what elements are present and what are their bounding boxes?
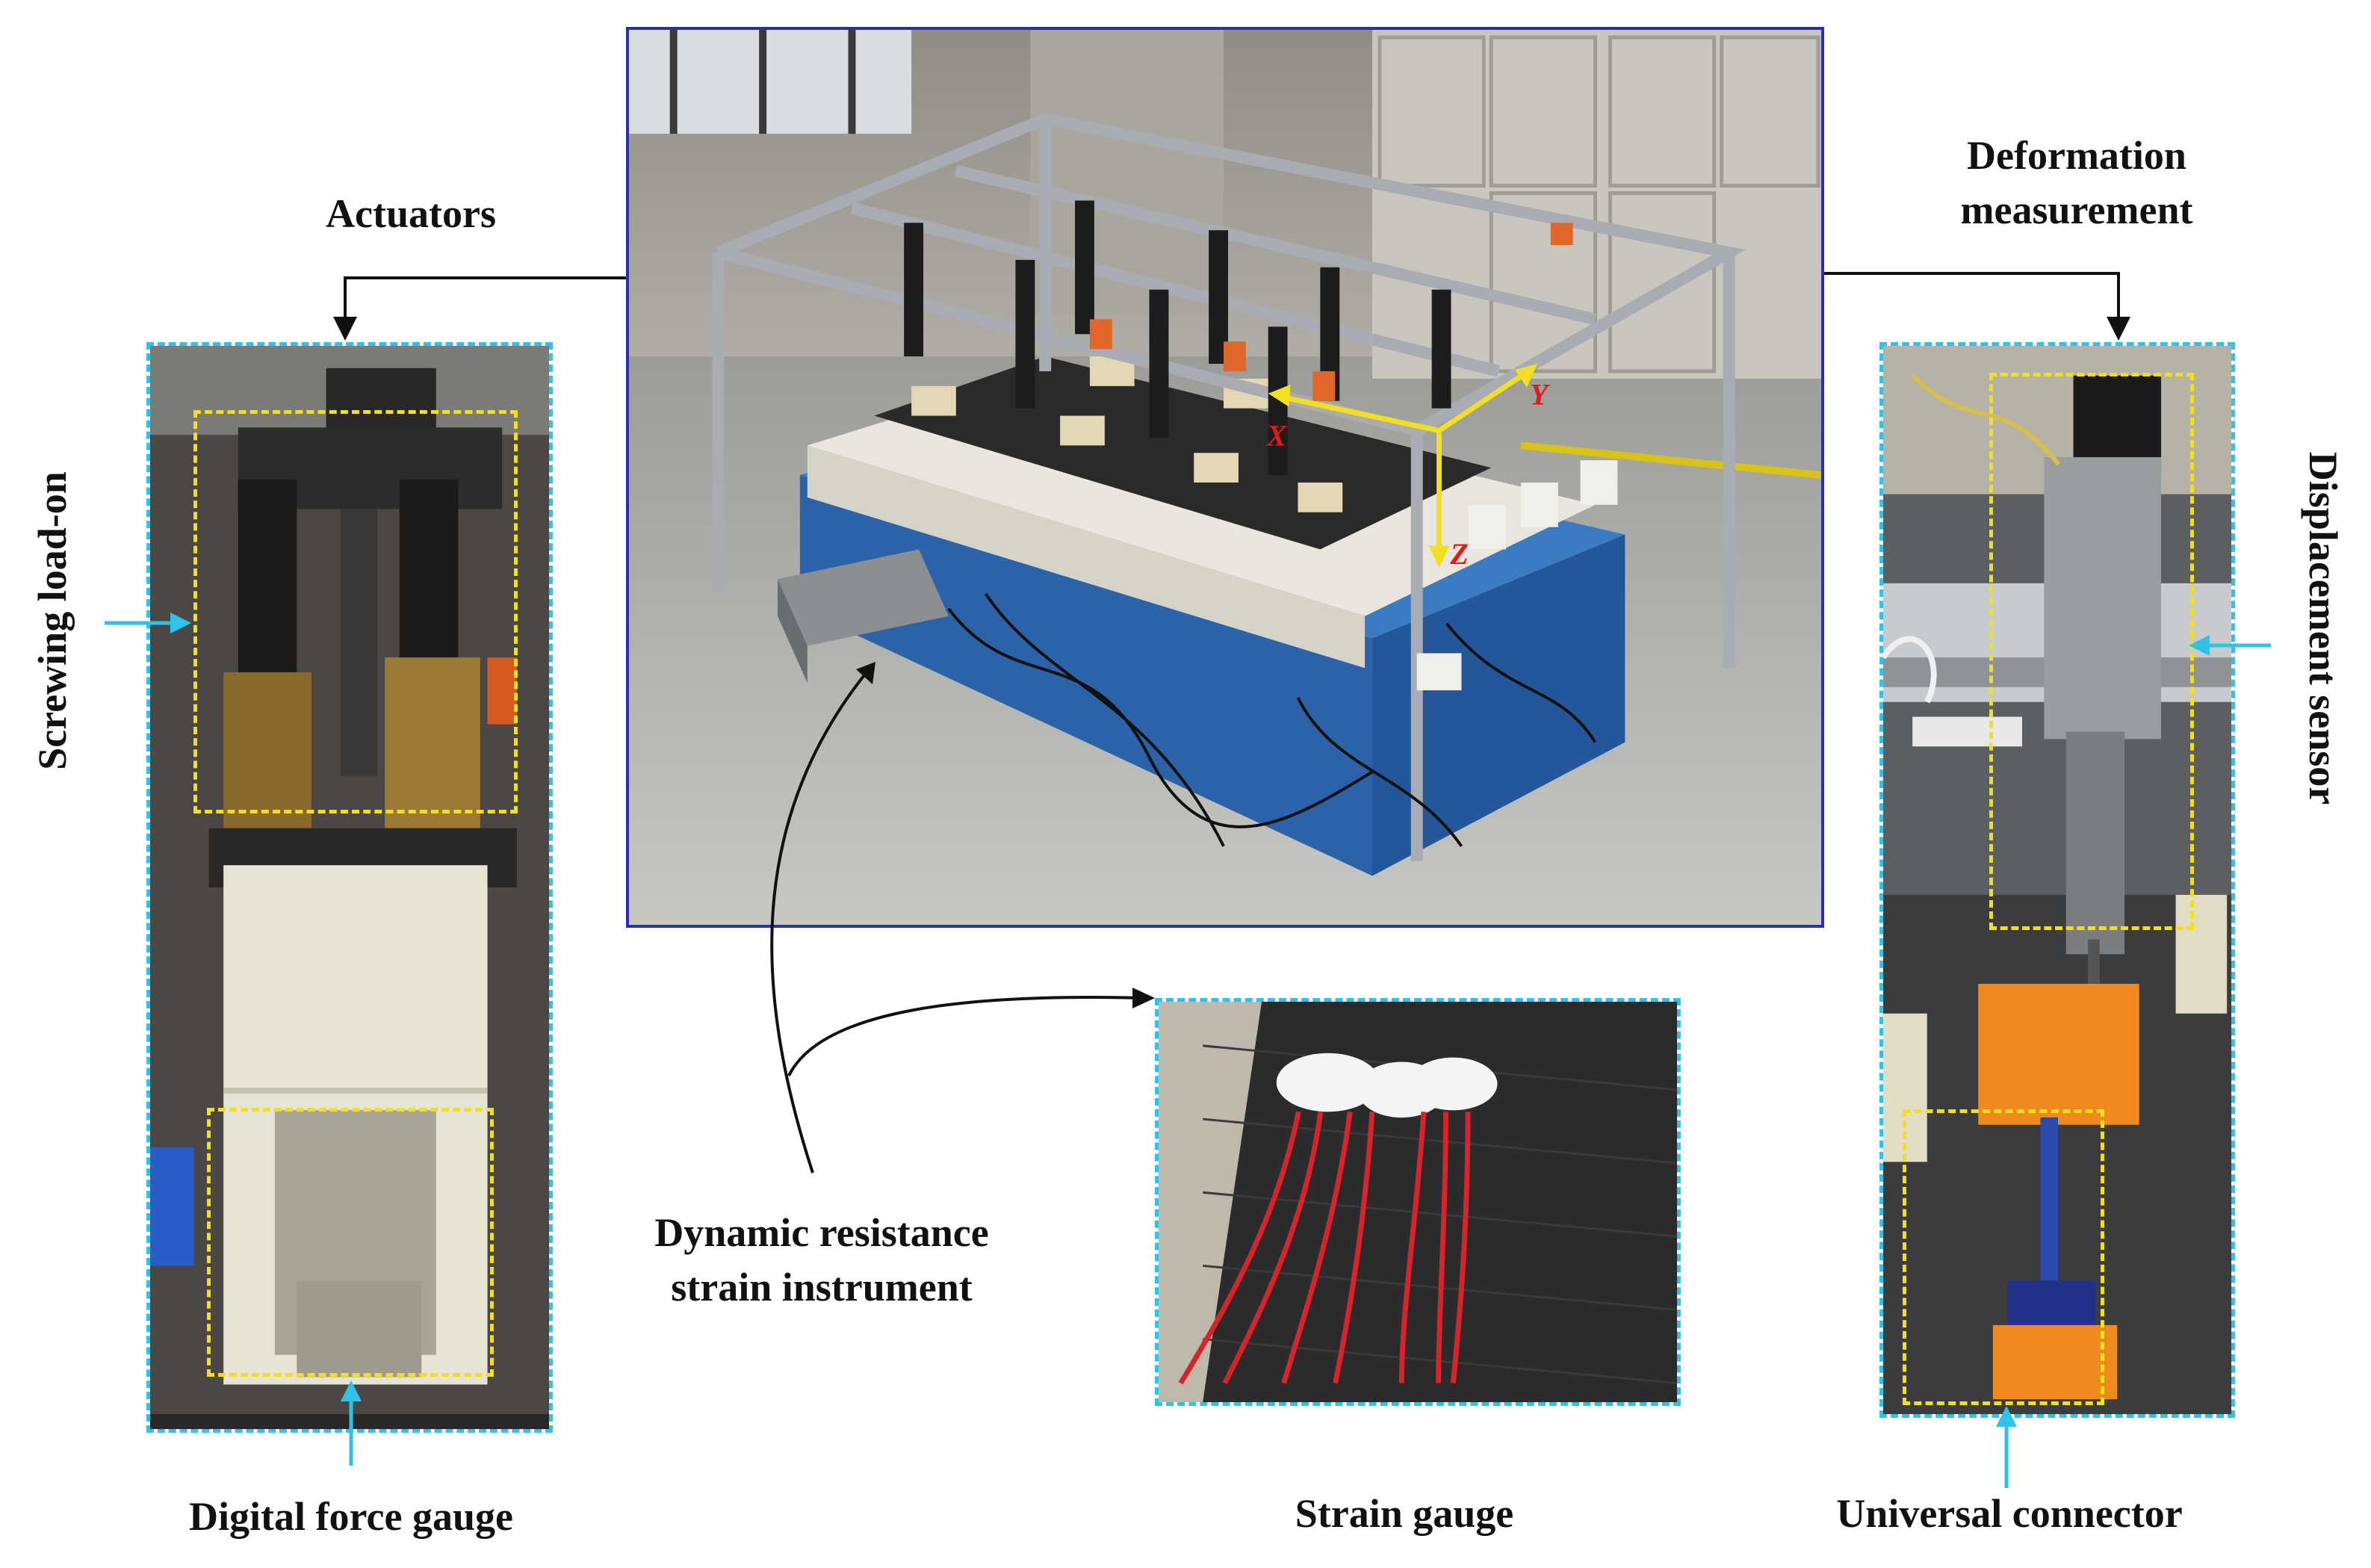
strain-gauge-label: Strain gauge (1295, 1491, 1514, 1536)
force-gauge-highlight-box (207, 1108, 494, 1377)
dynamic-label-line1: Dynamic resistance (654, 1210, 989, 1255)
actuator-closeup-photo (146, 342, 553, 1433)
displacement-sensor-highlight-box (1989, 373, 2194, 930)
axis-x-label: X (1265, 419, 1288, 452)
strain-gauge-photo (1155, 998, 1681, 1406)
displacement-sensor-photo (1879, 342, 2235, 1418)
actuator-illustration (150, 346, 549, 1429)
main-test-rig-photo: X Y Z (626, 27, 1824, 928)
deformation-label-line1: Deformation (1967, 133, 2186, 178)
digital-force-gauge-label: Digital force gauge (189, 1494, 513, 1539)
universal-connector-highlight-box (1903, 1109, 2104, 1405)
actuators-arrow (344, 276, 626, 329)
axis-y-label: Y (1530, 379, 1551, 412)
strain-instrument-arrow (770, 671, 868, 1174)
universal-connector-label: Universal connector (1836, 1491, 2183, 1536)
strain-gauge-arrow (787, 996, 1144, 1076)
axis-z-label: Z (1449, 538, 1468, 571)
screwing-load-on-highlight-box (193, 410, 518, 814)
strain-gauge-illustration (1159, 1002, 1677, 1402)
displacement-sensor-illustration (1883, 346, 2231, 1414)
deformation-measurement-label: Deformation measurement (1912, 128, 2241, 238)
screwing-load-on-label: Screwing load-on (30, 471, 75, 770)
deformation-label-line2: measurement (1960, 187, 2193, 232)
dynamic-resistance-strain-instrument-label: Dynamic resistance strain instrument (613, 1206, 1031, 1315)
coordinate-axes (1282, 369, 1530, 554)
deformation-arrow (1824, 272, 2120, 329)
actuators-label: Actuators (326, 191, 496, 236)
displacement-sensor-label: Displacement sensor (2301, 451, 2346, 805)
test-rig-illustration: X Y Z (629, 30, 1821, 925)
dynamic-label-line2: strain instrument (671, 1264, 973, 1310)
